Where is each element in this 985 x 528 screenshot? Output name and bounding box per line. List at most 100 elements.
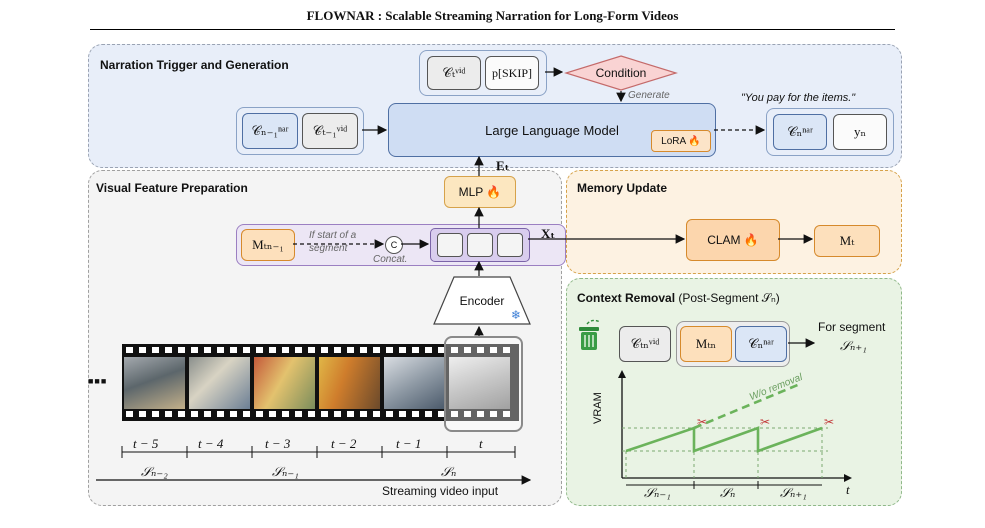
title-rule [90, 29, 895, 30]
film-sprocket-hole [503, 347, 510, 353]
removal-title-suffix: (Post-Segment 𝒮ₙ) [678, 291, 780, 305]
scissors-icon-3: ✂ [824, 415, 834, 429]
removal-x-label-1: 𝒮ₙ₋₁ [644, 485, 671, 500]
narration-quote: "You pay for the items." [741, 92, 856, 104]
segment-label-n: 𝒮ₙ [441, 464, 457, 479]
vram-chart: ✂ ✂ ✂ [618, 370, 852, 489]
film-sprocket-hole [243, 411, 250, 417]
e-t-label: Eₜ [496, 158, 510, 173]
segment-label-n-1: 𝒮ₙ₋₁ [272, 464, 299, 479]
film-sprocket-hole [451, 411, 458, 417]
film-sprockets [126, 347, 510, 417]
scissors-icon-1: ✂ [697, 415, 707, 429]
clam-box: CLAM 🔥 [686, 219, 780, 261]
film-sprocket-hole [399, 411, 406, 417]
film-ellipsis: ■■■ [88, 376, 108, 386]
film-sprocket-hole [243, 347, 250, 353]
film-sprocket-hole [360, 411, 367, 417]
film-sprocket-hole [256, 347, 263, 353]
film-sprocket-hole [152, 347, 159, 353]
c-vid-tn-box: 𝒞ₜₙᵛⁱᵈ [619, 326, 671, 362]
film-frame-2 [189, 357, 250, 409]
film-sprocket-hole [204, 347, 211, 353]
time-label-6: t [479, 436, 483, 451]
scissors-icon-2: ✂ [760, 415, 770, 429]
film-sprocket-hole [425, 411, 432, 417]
film-sprocket-hole [334, 411, 341, 417]
encoder-shape [433, 276, 531, 325]
svg-text:✂: ✂ [824, 415, 834, 429]
film-sprocket-hole [178, 347, 185, 353]
film-sprocket-hole [217, 347, 224, 353]
film-sprocket-hole [152, 411, 159, 417]
time-label-5: t − 1 [396, 436, 422, 451]
condition-diamond [564, 55, 678, 91]
removal-panel-title: Context Removal (Post-Segment 𝒮ₙ) [577, 291, 780, 306]
m-prev-box: Mₜₙ₋₁ [241, 229, 295, 261]
film-sprocket-hole [490, 347, 497, 353]
current-frame-highlight [444, 336, 523, 432]
film-frame-5 [384, 357, 445, 409]
x-t-label: Xₜ [541, 226, 556, 241]
segment-note-line1: If start of a [309, 230, 357, 241]
film-frame-3 [254, 357, 315, 409]
llm-label: Large Language Model [485, 122, 619, 138]
film-sprocket-hole [412, 347, 419, 353]
film-sprocket-hole [438, 411, 445, 417]
y-n-box: yₙ [833, 114, 887, 150]
film-sprocket-hole [464, 411, 471, 417]
film-sprocket-hole [191, 347, 198, 353]
film-sprocket-hole [373, 411, 380, 417]
vram-sawtooth [625, 426, 823, 453]
film-sprocket-hole [204, 411, 211, 417]
removal-title-bold: Context Removal [577, 291, 676, 305]
paper-title: FLOWNAR : Scalable Streaming Narration f… [306, 8, 679, 23]
time-label-1: t − 5 [133, 436, 159, 451]
c-nar-n-box: 𝒞ₙⁿᵃʳ [773, 114, 827, 150]
token-2 [467, 233, 493, 257]
film-sprocket-hole [477, 411, 484, 417]
film-sprocket-hole [386, 347, 393, 353]
film-sprocket-hole [347, 347, 354, 353]
film-sprocket-hole [308, 411, 315, 417]
film-sprocket-hole [139, 347, 146, 353]
removal-x-label-2: 𝒮ₙ [720, 485, 736, 500]
condition-label: Condition [595, 66, 647, 80]
film-sprocket-hole [295, 347, 302, 353]
svg-text:✂: ✂ [760, 415, 770, 429]
film-sprocket-hole [334, 347, 341, 353]
c-nar-prev-box: 𝒞ₙ₋₁ⁿᵃʳ [242, 113, 298, 149]
film-sprocket-hole [126, 411, 133, 417]
trigger-panel-title: Narration Trigger and Generation [100, 58, 289, 72]
film-sprocket-hole [139, 411, 146, 417]
snowflake-icon: ❄ [511, 308, 522, 322]
film-sprocket-hole [295, 411, 302, 417]
film-sprocket-hole [412, 411, 419, 417]
film-sprocket-hole [165, 411, 172, 417]
removal-t-axis-label: t [846, 482, 850, 497]
generate-label: Generate [628, 90, 670, 101]
film-sprocket-hole [308, 347, 315, 353]
film-sprocket-hole [386, 411, 393, 417]
film-sprocket-hole [360, 347, 367, 353]
film-sprocket-hole [230, 411, 237, 417]
token-1 [437, 233, 463, 257]
film-sprocket-hole [490, 411, 497, 417]
next-segment-label: 𝒮ₙ₊₁ [840, 338, 867, 353]
film-sprocket-hole [191, 411, 198, 417]
film-frame-6 [449, 357, 510, 409]
streaming-label: Streaming video input [382, 484, 499, 498]
film-frame-4 [319, 357, 380, 409]
film-sprocket-hole [126, 347, 133, 353]
concat-label: Concat. [373, 254, 408, 265]
film-sprocket-hole [438, 347, 445, 353]
c-vid-prev-box: 𝒞ₜ₋₁ᵛⁱᵈ [302, 113, 358, 149]
p-skip-box: p[SKIP] [485, 56, 539, 90]
film-sprocket-hole [425, 347, 432, 353]
removal-x-label-3: 𝒮ₙ₊₁ [780, 485, 807, 500]
segment-note-line2: segment [309, 243, 348, 254]
film-sprocket-hole [256, 411, 263, 417]
time-label-3: t − 3 [265, 436, 291, 451]
film-sprocket-hole [399, 347, 406, 353]
c-vid-t-box: 𝒞ₜᵛⁱᵈ [427, 56, 481, 90]
